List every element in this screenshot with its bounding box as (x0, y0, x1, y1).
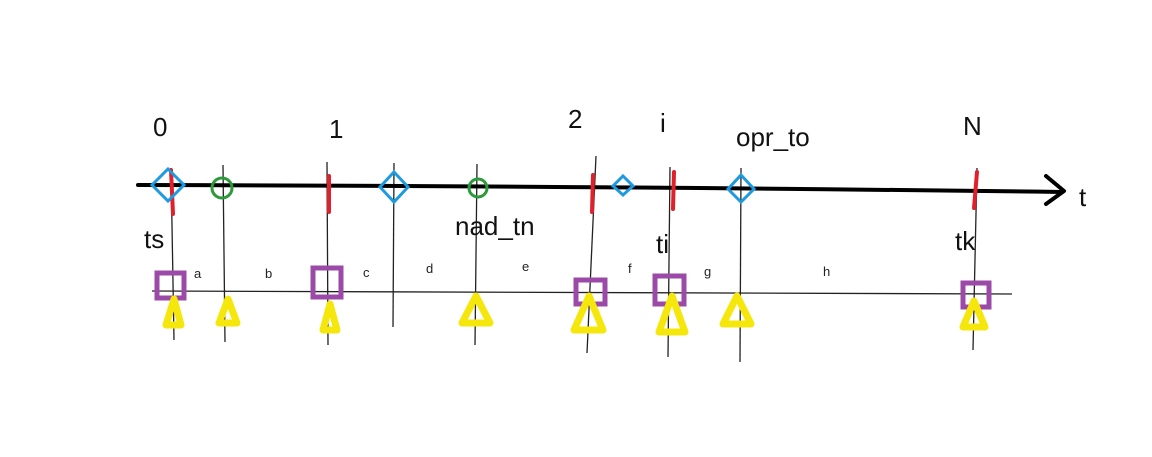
label-one: 1 (329, 114, 343, 144)
tick-mark (671, 170, 676, 211)
label-ti: ti (656, 229, 669, 259)
triangle-marker (319, 300, 341, 334)
label-zero: 0 (153, 112, 167, 142)
vertical-line (392, 162, 395, 328)
tick-marks (169, 168, 979, 216)
interval-label-d: d (426, 261, 433, 276)
diamond-marker (725, 172, 757, 205)
interval-label-b: b (265, 266, 272, 281)
label-tk: tk (955, 226, 976, 256)
triangle-marker (162, 295, 185, 329)
axis-arrowhead (1044, 174, 1066, 206)
label-nad-tn: nad_tn (455, 211, 535, 241)
time-axis (136, 174, 1066, 206)
axis-label-t: t (1079, 182, 1087, 212)
triangle-markers (162, 292, 989, 336)
triangle-marker (655, 292, 689, 336)
diamond-marker (149, 166, 187, 204)
square-marker (310, 265, 344, 300)
triangle-marker (215, 295, 241, 327)
triangle-marker (458, 292, 494, 327)
circle-marker (467, 177, 489, 199)
baseline (151, 290, 1013, 295)
square-markers (154, 265, 992, 310)
label-two: 2 (568, 104, 582, 134)
label-n: N (963, 111, 982, 141)
circle-markers (210, 176, 489, 200)
tick-mark (590, 173, 595, 214)
triangle-marker (570, 292, 607, 334)
tick-mark (972, 170, 979, 210)
square-marker (154, 270, 187, 301)
vertical-line (474, 163, 478, 346)
axis-line (136, 183, 1064, 194)
circle-marker (210, 176, 234, 200)
interval-label-g: g (704, 264, 711, 279)
interval-label-h: h (823, 264, 830, 279)
label-opr-to: opr_to (736, 122, 810, 152)
vertical-line (667, 166, 671, 358)
diamond-marker (610, 173, 636, 198)
triangle-marker (959, 297, 989, 331)
interval-label-e: e (522, 259, 529, 274)
label-i: i (660, 108, 666, 138)
interval-label-a: a (194, 266, 202, 281)
interval-label-c: c (363, 265, 370, 280)
interval-label-f: f (628, 261, 632, 276)
diamond-marker (377, 169, 411, 205)
tick-mark (169, 168, 175, 216)
triangle-marker (719, 292, 755, 328)
diamond-markers (149, 166, 757, 205)
label-ts: ts (144, 224, 164, 254)
vertical-line (739, 167, 742, 363)
